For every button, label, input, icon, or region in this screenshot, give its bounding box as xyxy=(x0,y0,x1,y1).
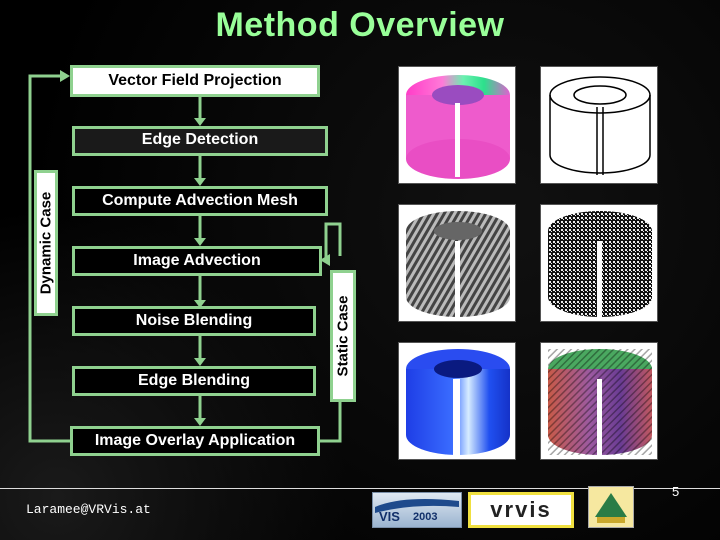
image-advection-box: Image Advection xyxy=(72,246,322,276)
static-case-label: Static Case xyxy=(334,295,352,377)
vis-2003-logo: VIS 2003 xyxy=(372,492,462,528)
author-email: Laramee@VRVis.at xyxy=(26,502,151,517)
compute-advection-mesh-label: Compute Advection Mesh xyxy=(102,192,298,209)
vector-field-projection-box: Vector Field Projection xyxy=(70,65,320,97)
page-number: 5 xyxy=(672,484,680,499)
edge-blending-box: Edge Blending xyxy=(72,366,316,396)
noise-texture-image xyxy=(540,204,658,322)
compute-advection-mesh-box: Compute Advection Mesh xyxy=(72,186,328,216)
image-overlay-application-box: Image Overlay Application xyxy=(70,426,320,456)
overlay-result-image xyxy=(540,342,658,460)
vrvis-logo-text: vrvis xyxy=(490,497,552,522)
noise-blending-label: Noise Blending xyxy=(135,312,253,329)
image-advection-label: Image Advection xyxy=(133,252,261,269)
vector-field-projection-label: Vector Field Projection xyxy=(108,72,282,89)
edge-detection-label: Edge Detection xyxy=(141,131,259,148)
dynamic-case-label-box: Dynamic Case xyxy=(34,170,58,316)
university-logo xyxy=(588,486,634,528)
vector-field-color-image xyxy=(398,66,516,184)
image-overlay-application-label: Image Overlay Application xyxy=(94,432,296,449)
vis-logo-text: VIS xyxy=(379,509,400,524)
noise-blending-box: Noise Blending xyxy=(72,306,316,336)
advected-texture-image xyxy=(398,204,516,322)
footer-divider xyxy=(0,488,720,489)
edge-blending-image xyxy=(398,342,516,460)
edge-detection-image xyxy=(540,66,658,184)
slide-title: Method Overview xyxy=(215,6,505,44)
dynamic-case-label: Dynamic Case xyxy=(37,191,55,295)
vis-logo-year: 2003 xyxy=(413,511,438,523)
vrvis-logo: vrvis xyxy=(468,492,574,528)
edge-blending-label: Edge Blending xyxy=(138,372,250,389)
static-case-label-box: Static Case xyxy=(330,270,356,402)
